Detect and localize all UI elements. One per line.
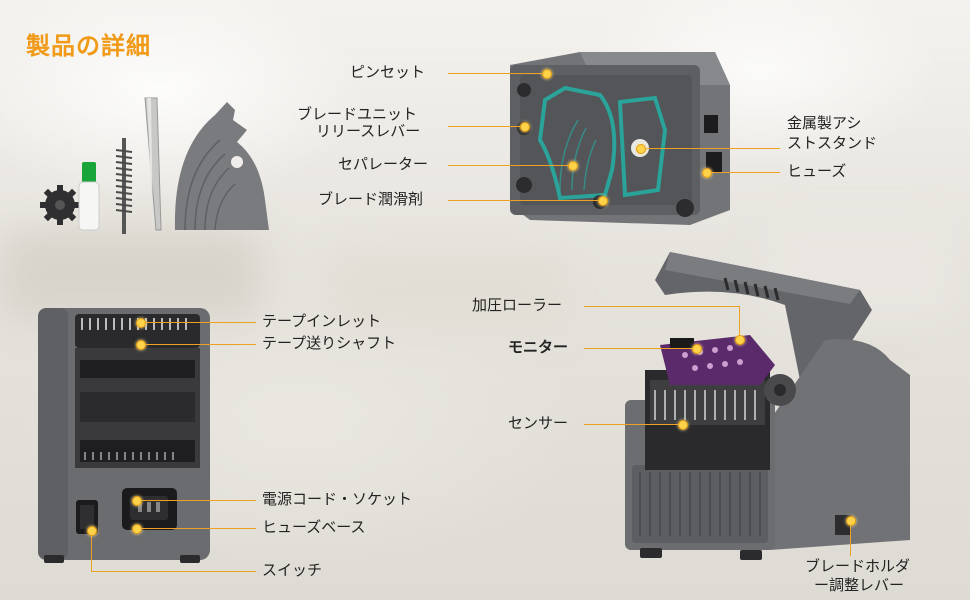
callout-dot-power-socket — [132, 496, 142, 506]
callout-line-tweezers — [448, 73, 546, 74]
tweezers-icon — [144, 97, 162, 231]
machine-back-view — [510, 52, 730, 225]
lubricant-bottle-icon — [78, 162, 100, 231]
callout-line-fuse — [706, 172, 780, 173]
machine-front-view — [38, 308, 210, 563]
callout-line-sensor — [584, 424, 682, 425]
callout-line-separator — [448, 165, 572, 166]
label-blade-unit-release-line2: リリースレバー — [316, 122, 421, 140]
callout-dot-pressure-roller — [735, 335, 745, 345]
label-tweezers: ピンセット — [350, 63, 426, 81]
label-monitor: モニター — [508, 338, 569, 356]
callout-dot-tape-feed — [136, 340, 146, 350]
callout-line-power-socket — [136, 500, 256, 501]
separator-teal-shape — [537, 85, 617, 201]
label-separator: セパレーター — [338, 155, 429, 173]
label-power-socket: 電源コード・ソケット — [262, 490, 413, 508]
callout-line-lubricant — [448, 200, 602, 201]
callout-line-tape-feed — [140, 344, 256, 345]
background-shelf — [0, 230, 260, 320]
callout-line-metal-stand — [640, 148, 780, 149]
label-metal-stand-line2: ストスタンド — [787, 134, 878, 152]
label-blade-holder-line1: ブレードホルダ — [805, 557, 911, 575]
label-tape-inlet: テープインレット — [262, 312, 382, 330]
callout-dot-monitor — [692, 344, 702, 354]
callout-dot-lubricant — [598, 196, 608, 206]
label-blade-unit-release-line1: ブレードユニット — [297, 105, 418, 123]
callout-line-blade-holder — [850, 520, 851, 556]
label-metal-stand-line1: 金属製アシ — [787, 114, 862, 132]
label-sensor: センサー — [508, 414, 569, 432]
machine-open-view — [625, 252, 910, 560]
callout-dot-tweezers — [542, 69, 552, 79]
callout-dot-separator — [568, 161, 578, 171]
label-tape-feed-shaft: テープ送りシャフト — [262, 334, 397, 352]
gear-icon — [40, 185, 80, 225]
label-blade-holder-line2: ー調整レバー — [814, 576, 905, 594]
callout-dot-fuse-base — [132, 524, 142, 534]
callout-dot-fuse — [702, 168, 712, 178]
callout-dot-blade-release — [520, 122, 530, 132]
callout-dot-blade-holder — [846, 516, 856, 526]
callout-line-pressure-roller-drop — [739, 306, 740, 338]
background-counter — [330, 250, 570, 330]
callout-dot-sensor — [678, 420, 688, 430]
page-title: 製品の詳細 — [26, 32, 151, 60]
label-fuse-base: ヒューズベース — [262, 518, 366, 536]
label-pressure-roller: 加圧ローラー — [472, 296, 563, 314]
callout-line-tape-inlet — [140, 322, 256, 323]
spring-shaft-icon — [115, 138, 133, 234]
separator-plate-icon — [174, 102, 269, 231]
callout-line-switch — [91, 571, 256, 572]
callout-dot-metal-stand — [636, 144, 646, 154]
callout-line-blade-release — [448, 126, 524, 127]
label-blade-lubricant: ブレード潤滑剤 — [318, 190, 424, 208]
callout-line-monitor — [584, 348, 696, 349]
callout-line-fuse-base — [136, 528, 256, 529]
callout-dot-tape-inlet — [136, 318, 146, 328]
callout-dot-switch — [87, 526, 97, 536]
callout-line-pressure-roller — [584, 306, 739, 307]
callout-line-switch-drop — [91, 530, 92, 572]
label-switch: スイッチ — [262, 561, 323, 579]
metal-stand-shape — [617, 95, 668, 198]
accessories-illustration — [40, 97, 269, 234]
label-fuse: ヒューズ — [787, 162, 847, 180]
